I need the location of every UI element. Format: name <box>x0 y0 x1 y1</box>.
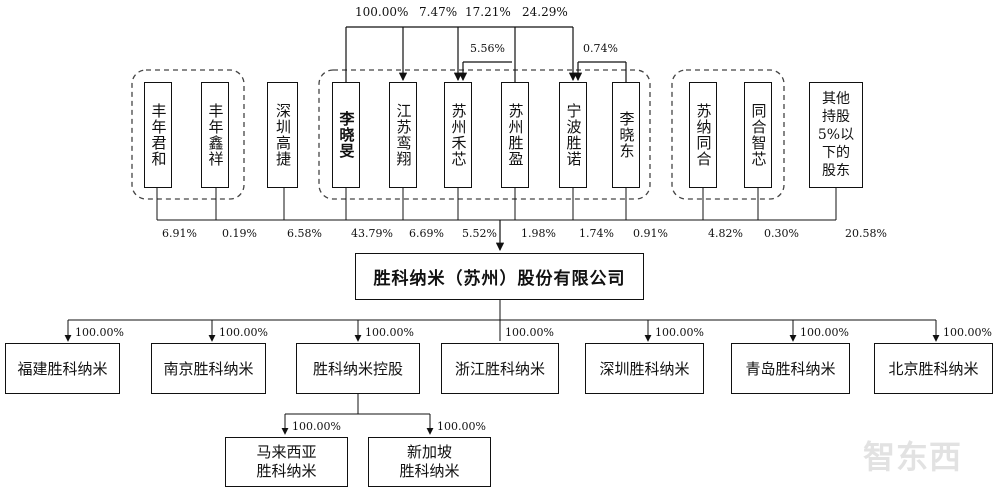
sub-pct-fujian: 100.00% <box>75 326 124 339</box>
subsidiary-singapore: 新加坡 胜科纳米 <box>368 437 491 487</box>
subsidiary-qingdao: 青岛胜科纳米 <box>731 343 850 394</box>
holding-pct-suna-tonghe: 4.82% <box>708 227 743 240</box>
subsidiary-name: 福建胜科纳米 <box>17 360 108 378</box>
holding-pct-fengnian-xinxiang: 0.19% <box>222 227 257 240</box>
subsidiary-name: 浙江胜科纳米 <box>454 360 545 378</box>
holding-pct-shenzhen-gaojie: 6.58% <box>287 227 322 240</box>
group-frame-suna <box>671 69 785 200</box>
sub-pct-holding: 100.00% <box>365 326 414 339</box>
subsidiary-name: 马来西亚 胜科纳米 <box>256 443 317 480</box>
group-frame-li-xiaomin <box>318 69 651 200</box>
subsidiary-name: 胜科纳米控股 <box>312 360 403 378</box>
shareholder-fengnian-xinxiang: 丰年鑫祥 <box>201 82 229 188</box>
shareholder-others: 其他 持股 5%以 下的 股东 <box>809 82 863 188</box>
pct-to-shengnuo: 24.29% <box>522 5 568 19</box>
main-company: 胜科纳米（苏州）股份有限公司 <box>355 253 644 300</box>
shareholder-li-xiaomin: 李晓旻 <box>332 82 360 188</box>
subsidiary-name: 北京胜科纳米 <box>888 360 979 378</box>
subsidiary-shenzhen: 深圳胜科纳米 <box>585 343 704 394</box>
shareholder-label: 丰年君和 <box>149 103 168 167</box>
shareholder-jiangsu-luanxiang: 江苏鸾翔 <box>389 82 417 188</box>
subsidiary-name: 南京胜科纳米 <box>163 360 254 378</box>
subsidiary-zhejiang: 浙江胜科纳米 <box>441 343 559 394</box>
shareholder-suna-tonghe: 苏纳同合 <box>689 82 717 188</box>
shareholder-label: 李晓东 <box>617 111 636 159</box>
holding-pct-fengnian-junhe: 6.91% <box>162 227 197 240</box>
holding-pct-li-xiaodong: 0.91% <box>633 227 668 240</box>
subsidiary-fujian: 福建胜科纳米 <box>5 343 120 394</box>
pct-xiaodong-to-shengnuo: 0.74% <box>583 42 618 55</box>
holding-pct-jiangsu-luanxiang: 6.69% <box>409 227 444 240</box>
shareholder-tonghe-zhixin: 同合智芯 <box>744 82 772 188</box>
shareholder-fengnian-junhe: 丰年君和 <box>144 82 172 188</box>
group-frame-fengnian <box>131 69 245 200</box>
holding-pct-li-xiaomin: 43.79% <box>351 227 393 240</box>
shareholder-label: 苏州禾芯 <box>449 103 468 167</box>
shareholder-label: 苏纳同合 <box>694 103 713 167</box>
shareholder-label: 江苏鸾翔 <box>394 103 413 167</box>
sub2-pct-malaysia: 100.00% <box>292 420 341 433</box>
subsidiary-malaysia: 马来西亚 胜科纳米 <box>225 437 348 487</box>
holding-pct-suzhou-hexin: 5.52% <box>462 227 497 240</box>
sub-pct-zhejiang: 100.00% <box>505 326 554 339</box>
shareholder-label: 李晓旻 <box>337 111 356 159</box>
shareholder-suzhou-hexin: 苏州禾芯 <box>444 82 472 188</box>
shareholder-label: 苏州胜盈 <box>506 103 525 167</box>
holding-pct-others: 20.58% <box>845 227 887 240</box>
holding-pct-tonghe-zhixin: 0.30% <box>764 227 799 240</box>
subsidiary-name: 深圳胜科纳米 <box>599 360 690 378</box>
sub2-pct-singapore: 100.00% <box>437 420 486 433</box>
shareholder-label: 其他 持股 5%以 下的 股东 <box>817 91 855 179</box>
subsidiary-nanjing: 南京胜科纳米 <box>151 343 266 394</box>
shareholder-label: 同合智芯 <box>749 103 768 167</box>
shareholder-suzhou-shengying: 苏州胜盈 <box>501 82 529 188</box>
shareholder-label: 深圳高捷 <box>274 103 292 167</box>
pct-shengying-to-hexin: 5.56% <box>470 42 505 55</box>
sub-pct-nanjing: 100.00% <box>219 326 268 339</box>
subsidiary-name: 新加坡 胜科纳米 <box>399 443 460 480</box>
pct-to-luanxiang: 100.00% <box>355 5 409 19</box>
pct-to-hexin: 7.47% <box>419 5 458 19</box>
shareholder-label: 丰年鑫祥 <box>206 103 225 167</box>
shareholder-shenzhen-gaojie: 深圳高捷 <box>267 82 298 188</box>
main-company-name: 胜科纳米（苏州）股份有限公司 <box>373 269 626 289</box>
sub-pct-qingdao: 100.00% <box>800 326 849 339</box>
subsidiary-holding: 胜科纳米控股 <box>296 343 420 394</box>
shareholder-label: 宁波胜诺 <box>564 103 583 167</box>
sub-pct-shenzhen: 100.00% <box>655 326 704 339</box>
holding-pct-ningbo-shengnuo: 1.74% <box>579 227 614 240</box>
sub-pct-beijing: 100.00% <box>943 326 992 339</box>
shareholder-li-xiaodong: 李晓东 <box>612 82 640 188</box>
holding-pct-suzhou-shengying: 1.98% <box>521 227 556 240</box>
watermark-logo: 智东西 <box>863 438 963 476</box>
subsidiary-name: 青岛胜科纳米 <box>745 360 836 378</box>
pct-to-shengying: 17.21% <box>465 5 511 19</box>
subsidiary-beijing: 北京胜科纳米 <box>874 343 993 394</box>
shareholder-ningbo-shengnuo: 宁波胜诺 <box>559 82 587 188</box>
